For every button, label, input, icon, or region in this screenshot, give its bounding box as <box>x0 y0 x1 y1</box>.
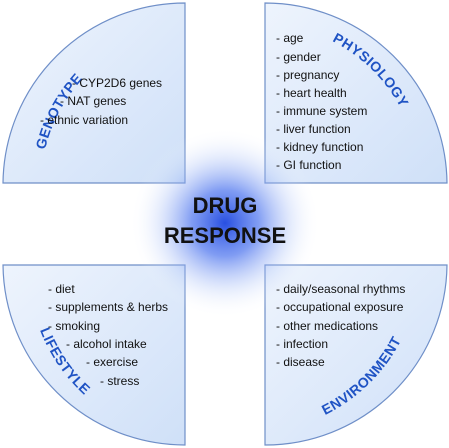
list-item: - CYP2D6 genes <box>72 76 162 90</box>
list-item: - age <box>276 31 304 45</box>
list-item: - smoking <box>48 319 100 333</box>
environment-list: - daily/seasonal rhythms - occupational … <box>276 282 405 369</box>
genotype-quadrant <box>2 2 186 184</box>
environment-quadrant <box>264 264 448 446</box>
lifestyle-quadrant <box>2 264 186 446</box>
list-item: - ethnic variation <box>40 113 128 127</box>
lifestyle-list: - diet - supplements & herbs - smoking -… <box>48 282 168 388</box>
list-item: - disease <box>276 355 325 369</box>
physiology-list: - age - gender - pregnancy - heart healt… <box>276 31 367 172</box>
physiology-quadrant <box>264 2 448 184</box>
list-item: - stress <box>100 374 139 388</box>
center-title-line2: RESPONSE <box>164 223 286 248</box>
genotype-list: - CYP2D6 genes - NAT genes - ethnic vari… <box>40 76 162 127</box>
list-item: - GI function <box>276 158 341 172</box>
list-item: - pregnancy <box>276 68 339 82</box>
list-item: - occupational exposure <box>276 300 404 314</box>
list-item: - infection <box>276 337 328 351</box>
list-item: - daily/seasonal rhythms <box>276 282 405 296</box>
list-item: - exercise <box>86 355 138 369</box>
center-title-line1: DRUG <box>193 193 258 218</box>
center-glow <box>130 128 320 318</box>
list-item: - liver function <box>276 122 351 136</box>
list-item: - supplements & herbs <box>48 300 168 314</box>
list-item: - alcohol intake <box>66 337 147 351</box>
list-item: - gender <box>276 50 321 64</box>
list-item: - diet <box>48 282 75 296</box>
list-item: - heart health <box>276 86 347 100</box>
list-item: - kidney function <box>276 140 363 154</box>
list-item: - immune system <box>276 104 367 118</box>
list-item: - NAT genes <box>60 94 126 108</box>
list-item: - other medications <box>276 319 378 333</box>
